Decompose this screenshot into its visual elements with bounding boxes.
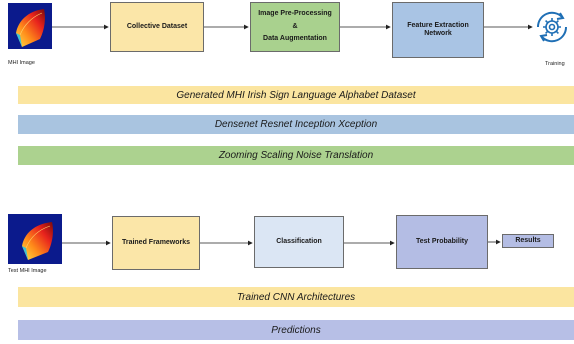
classification-box: Classification [254, 216, 344, 268]
augmentation-band-label: Zooming Scaling Noise Translation [218, 150, 374, 161]
feature-extraction-box: Feature Extraction Network [392, 2, 484, 58]
test-mhi-image-caption: Test MHI Image [8, 268, 47, 274]
dataset-band: Generated MHI Irish Sign Language Alphab… [18, 86, 574, 104]
preprocessing-ampersand: & [292, 22, 298, 30]
feature-extraction-network-label: Network [424, 30, 452, 37]
test-probability-box: Test Probability [396, 215, 488, 269]
dataset-band-label: Generated MHI Irish Sign Language Alphab… [176, 89, 416, 101]
collective-dataset-box: Collective Dataset [110, 2, 204, 52]
augmentation-band: Zooming Scaling Noise Translation [18, 146, 574, 165]
predictions-band-label: Predictions [271, 324, 321, 336]
trained-frameworks-label: Trained Frameworks [121, 238, 191, 246]
test-mhi-image-thumbnail [8, 214, 62, 264]
mhi-image-caption: MHI Image [8, 60, 35, 66]
results-label: Results [515, 236, 541, 244]
mhi-image-thumbnail [8, 3, 52, 49]
trained-frameworks-box: Trained Frameworks [112, 216, 200, 270]
preprocessing-box: Image Pre-Processing & Data Augmentation [250, 2, 340, 52]
results-box: Results [502, 234, 554, 248]
augmentation-label: Data Augmentation [263, 35, 327, 43]
collective-dataset-label: Collective Dataset [126, 22, 188, 30]
classification-label: Classification [276, 237, 322, 245]
trained-cnn-band-label: Trained CNN Architectures [236, 291, 356, 303]
training-caption: Training [545, 61, 565, 67]
networks-band: Densenet Resnet Inception Xception [18, 115, 574, 134]
feature-extraction-label: Feature Extraction [407, 21, 469, 29]
trained-cnn-band: Trained CNN Architectures [18, 287, 574, 307]
test-probability-label: Test Probability [416, 237, 468, 245]
preprocessing-label: Image Pre-Processing [258, 10, 332, 18]
networks-band-label: Densenet Resnet Inception Xception [214, 119, 378, 130]
gear-refresh-icon [533, 8, 571, 46]
predictions-band: Predictions [18, 320, 574, 340]
